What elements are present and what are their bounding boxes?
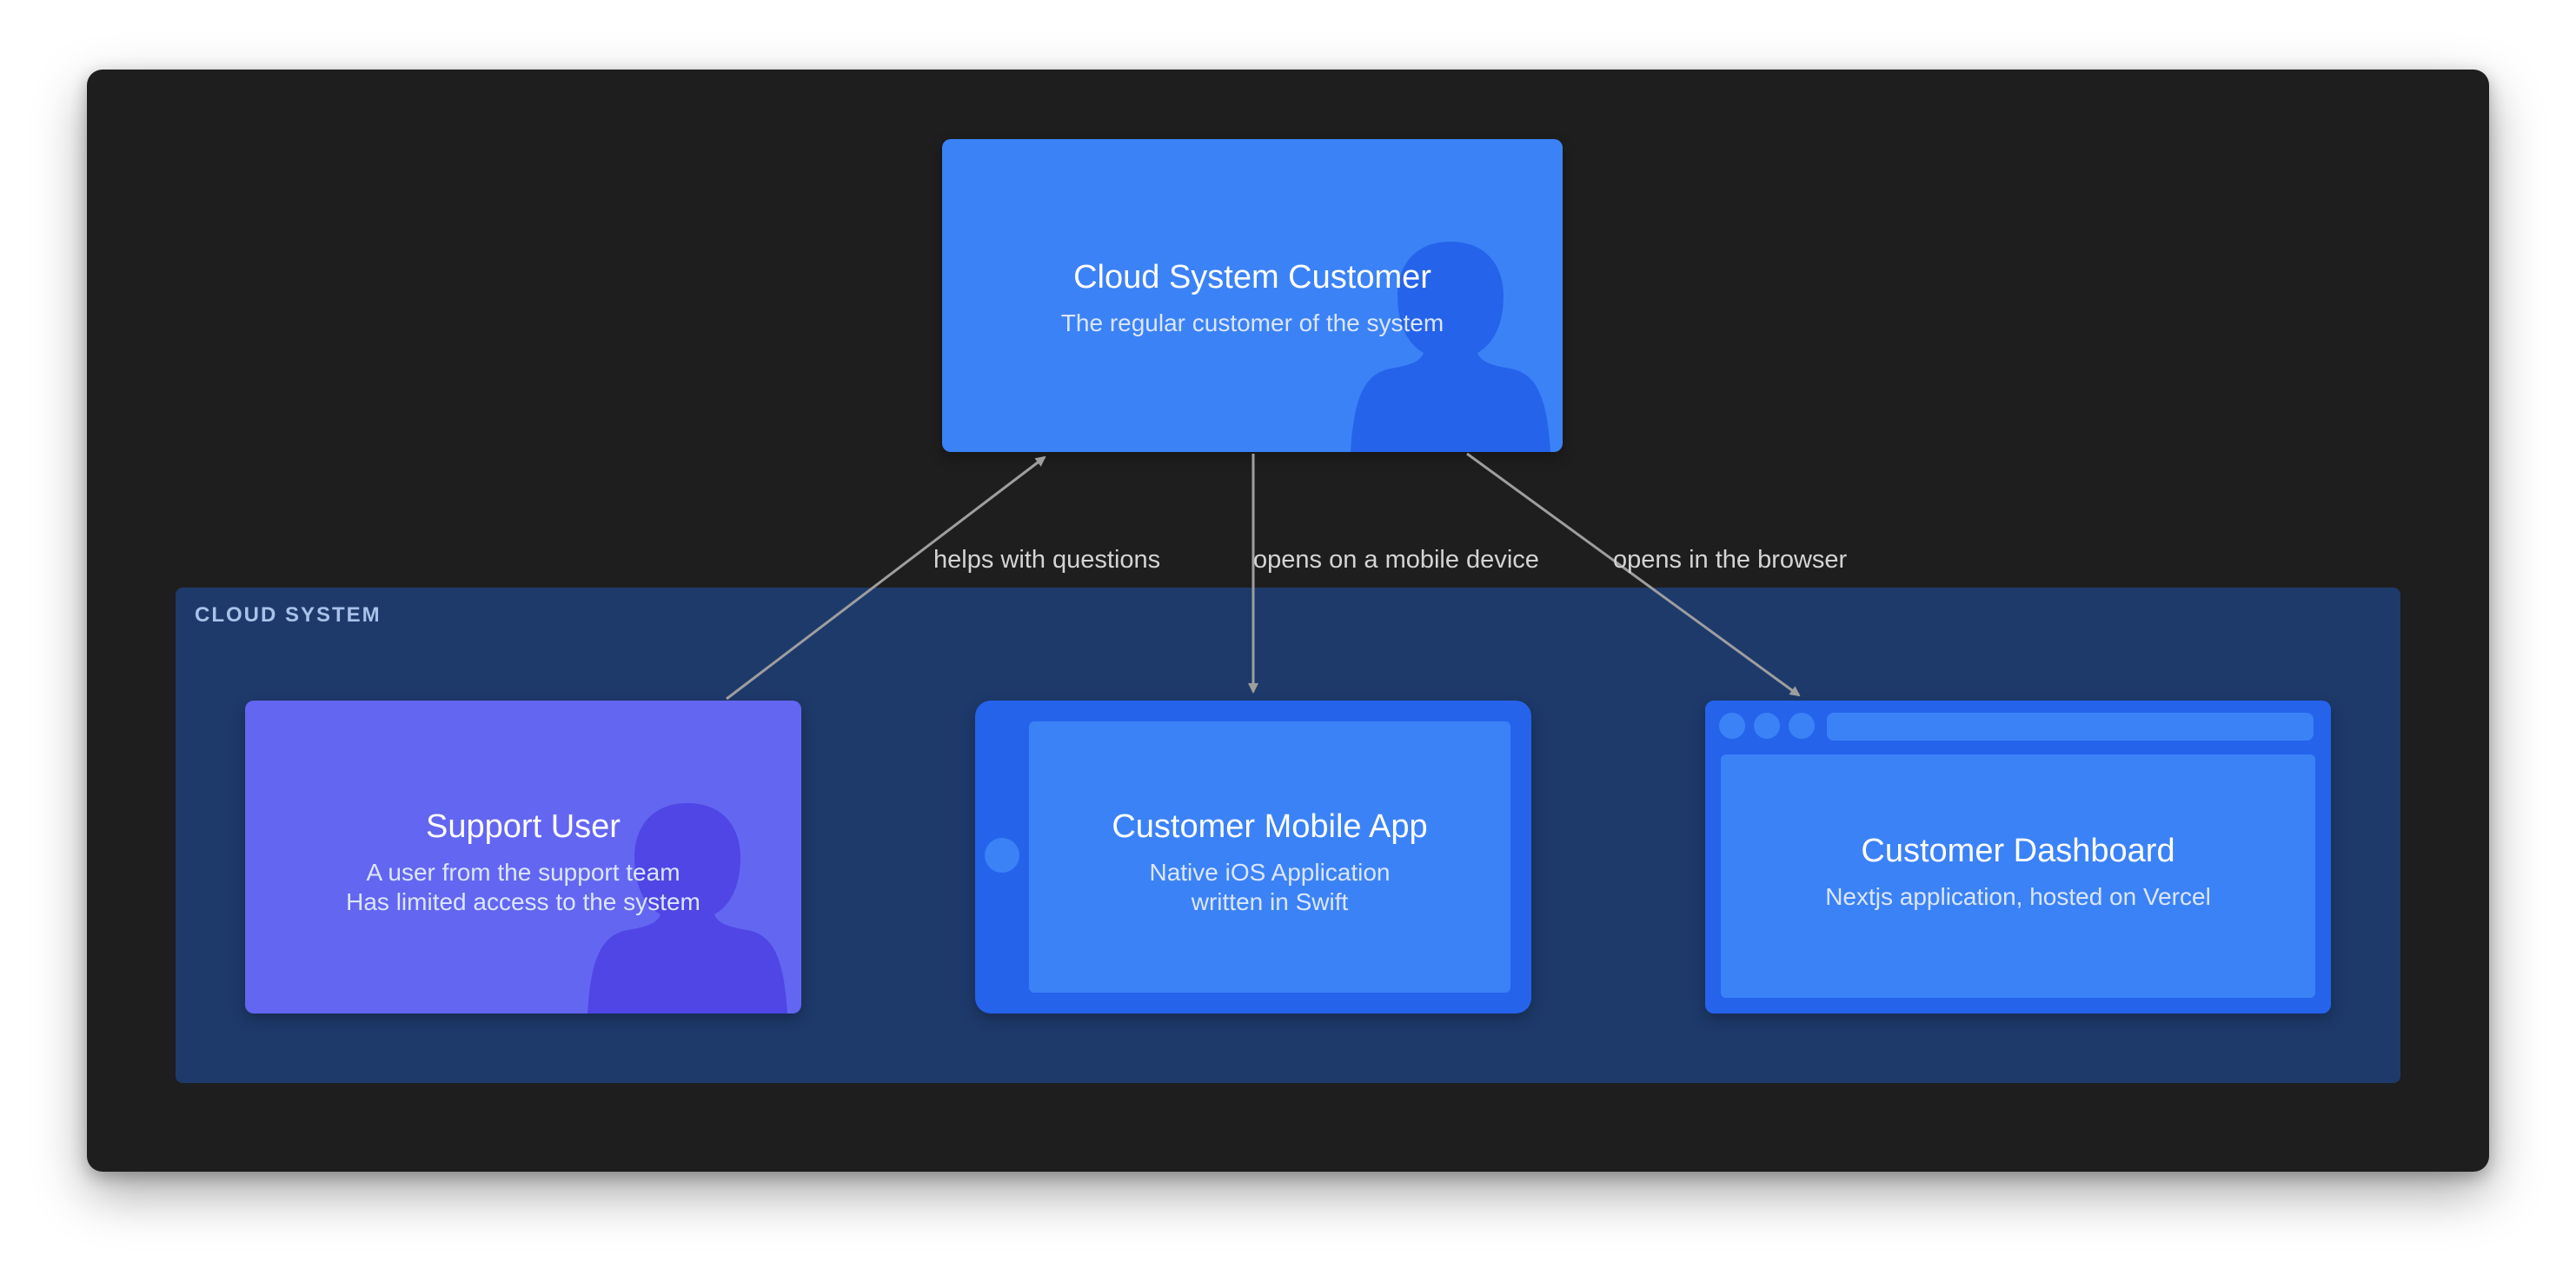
window-dot-icon bbox=[1754, 713, 1780, 739]
window-dot-icon bbox=[1789, 713, 1815, 739]
mobile-app-node[interactable]: Customer Mobile App Native iOS Applicati… bbox=[975, 701, 1531, 1013]
support-user-description: A user from the support team Has limited… bbox=[245, 858, 801, 917]
customer-description: The regular customer of the system bbox=[1060, 309, 1444, 336]
home-button-icon bbox=[985, 838, 1019, 873]
mobile-app-description: Native iOS Application written in Swift bbox=[1029, 858, 1510, 917]
support-user-title: Support User bbox=[426, 808, 621, 845]
edge-support-to-customer bbox=[726, 455, 1046, 701]
dashboard-description: Nextjs application, hosted on Vercel bbox=[1825, 883, 2211, 910]
support-user-desc-line-2: Has limited access to the system bbox=[346, 888, 700, 915]
edge-label-browser: opens in the browser bbox=[1613, 546, 1848, 574]
customer-node[interactable]: Cloud System Customer The regular custom… bbox=[942, 139, 1563, 452]
browser-address-bar bbox=[1827, 713, 2314, 741]
browser-content-area: Customer Dashboard Nextjs application, h… bbox=[1721, 754, 2315, 998]
edge-label-support: helps with questions bbox=[933, 546, 1161, 574]
person-icon bbox=[588, 803, 787, 1013]
support-user-desc-line-1: A user from the support team bbox=[366, 859, 681, 886]
dashboard-title: Customer Dashboard bbox=[1861, 833, 2175, 869]
support-user-node[interactable]: Support User A user from the support tea… bbox=[245, 701, 801, 1013]
window-dot-icon bbox=[1719, 713, 1745, 739]
mobile-app-desc-line-1: Native iOS Application bbox=[1149, 859, 1391, 886]
person-icon bbox=[1351, 242, 1550, 452]
boundary-label: CLOUD SYSTEM bbox=[195, 603, 382, 627]
mobile-app-title: Customer Mobile App bbox=[1112, 808, 1428, 845]
edges-layer bbox=[726, 452, 1801, 701]
diagram-canvas: CLOUD SYSTEM Cloud System Customer The r… bbox=[87, 70, 2489, 1172]
mobile-app-desc-line-2: written in Swift bbox=[1191, 888, 1349, 915]
dashboard-node[interactable]: Customer Dashboard Nextjs application, h… bbox=[1705, 701, 2331, 1013]
mobile-screen: Customer Mobile App Native iOS Applicati… bbox=[1029, 721, 1510, 993]
customer-title: Cloud System Customer bbox=[1073, 259, 1431, 296]
edge-customer-to-dashboard bbox=[1466, 452, 1801, 697]
edge-label-mobile: opens on a mobile device bbox=[1253, 546, 1539, 574]
